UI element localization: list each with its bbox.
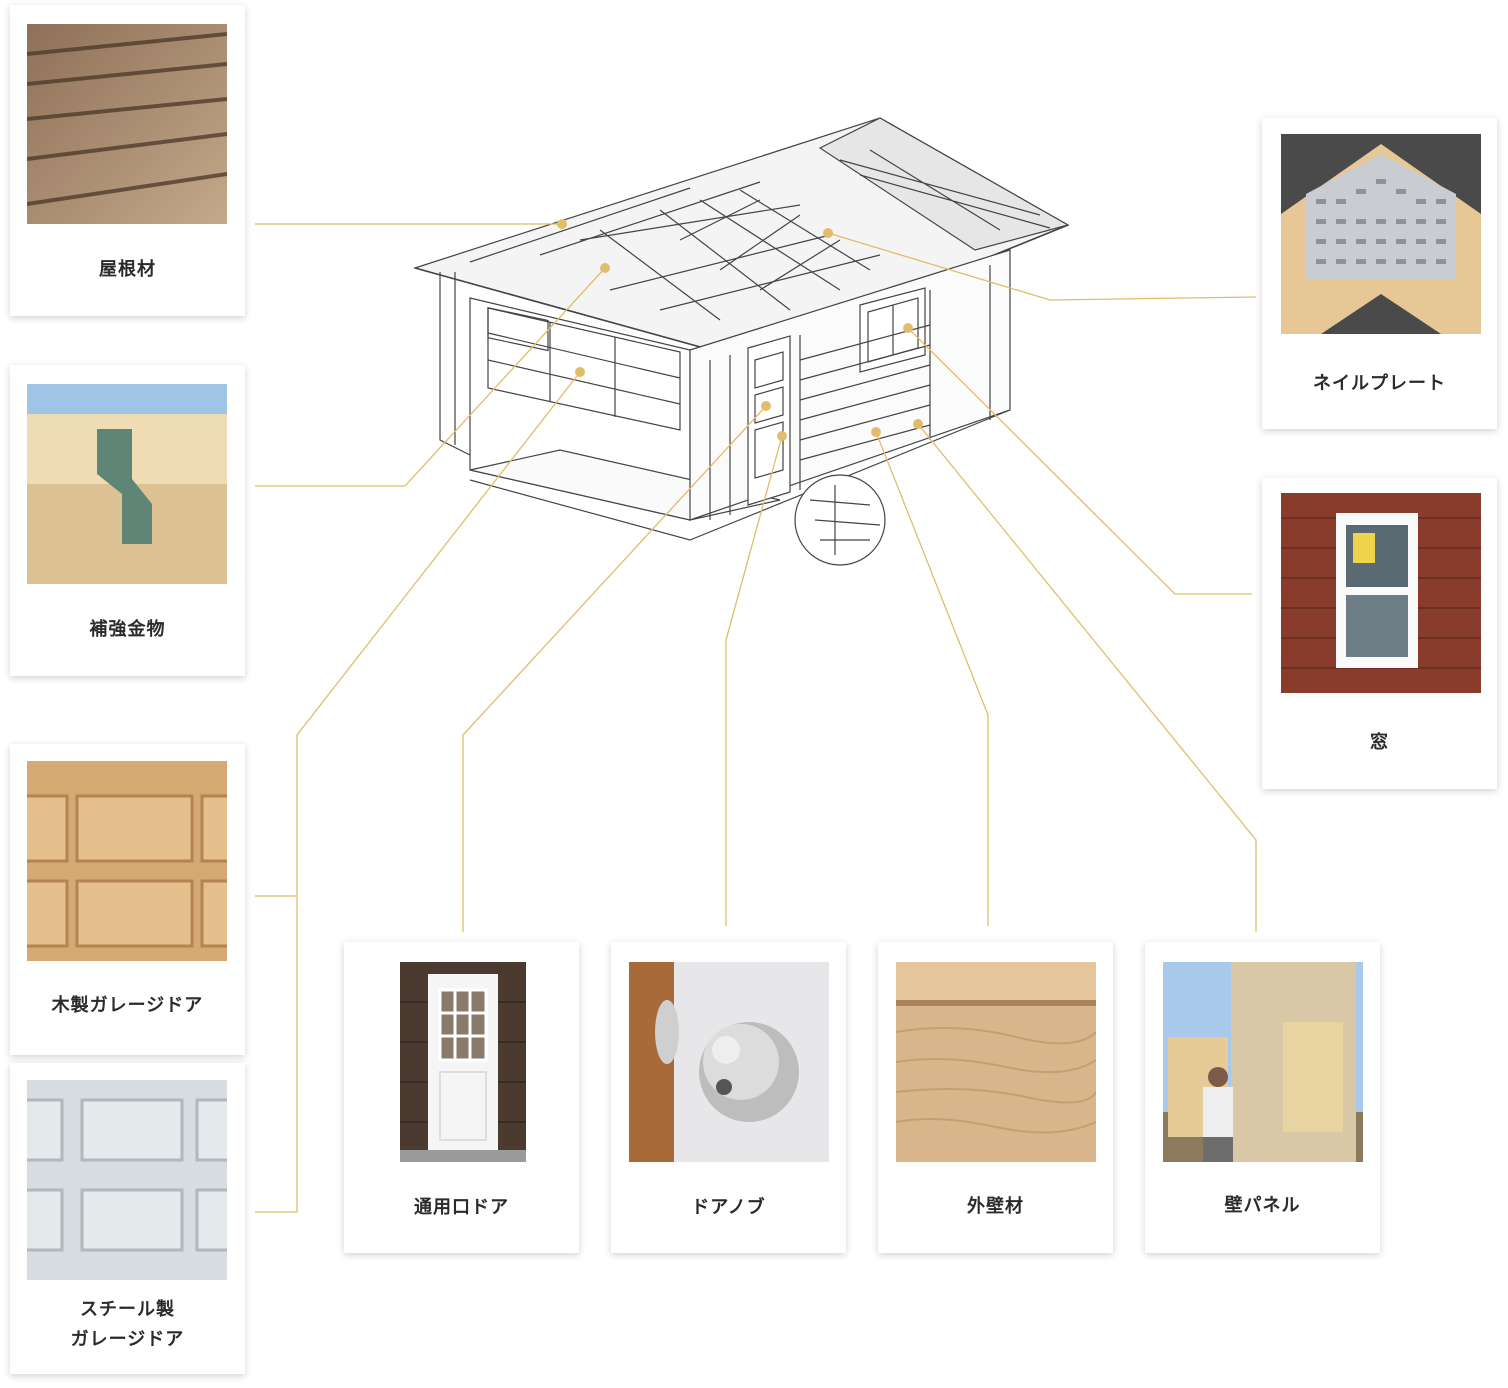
connector-siding	[875, 431, 989, 926]
connector-door-knob	[725, 435, 783, 926]
part-label: 補強金物	[89, 619, 166, 640]
part-card-window[interactable]: 窓	[1262, 478, 1497, 789]
part-label: 木製ガレージドア	[51, 995, 204, 1016]
connector-entry-door	[462, 405, 767, 932]
part-card-bracket[interactable]: 補強金物	[10, 365, 245, 676]
garage-drawing	[412, 117, 1070, 566]
connector-wood-garage-door	[255, 371, 581, 897]
part-card-door-knob[interactable]: ドアノブ	[611, 942, 846, 1253]
part-label: 屋根材	[99, 259, 156, 280]
part-label: 窓	[1370, 732, 1389, 753]
part-card-siding[interactable]: 外壁材	[878, 942, 1113, 1253]
part-label-line1: スチール製	[80, 1299, 175, 1320]
part-card-entry-door[interactable]: 通用口ドア	[344, 942, 579, 1253]
part-label: ドアノブ	[691, 1197, 766, 1218]
nail-plate-photo	[1281, 134, 1481, 334]
metal-bracket-photo	[27, 384, 227, 584]
part-label: 壁パネル	[1224, 1195, 1301, 1216]
connector-window	[907, 327, 1252, 595]
part-card-wall-panel[interactable]: 壁パネル	[1145, 942, 1380, 1253]
part-card-steel-garage-door[interactable]: スチール製 ガレージドア	[10, 1063, 245, 1374]
connector-dots	[557, 219, 923, 441]
connector-wall-panel	[917, 423, 1257, 932]
part-label: 通用口ドア	[414, 1197, 509, 1218]
roof-shingles-photo	[27, 24, 227, 224]
wall-panel-photo	[1163, 962, 1363, 1162]
part-card-wood-garage-door[interactable]: 木製ガレージドア	[10, 744, 245, 1055]
part-card-roofing[interactable]: 屋根材	[10, 5, 245, 316]
part-label: 外壁材	[967, 1196, 1024, 1217]
entry-door-photo	[400, 962, 526, 1162]
door-knob-photo	[629, 962, 829, 1162]
part-label: スチール製 ガレージドア	[10, 1295, 245, 1355]
connector-bracket	[255, 267, 606, 487]
part-label: ネイルプレート	[1313, 373, 1446, 394]
steel-garage-door-photo	[27, 1080, 227, 1280]
connector-nail-plate	[827, 232, 1257, 301]
part-card-nail-plate[interactable]: ネイルプレート	[1262, 118, 1497, 429]
window-photo	[1281, 493, 1481, 693]
siding-photo	[896, 962, 1096, 1162]
connector-steel-garage-door	[255, 896, 298, 1213]
part-label-line2: ガレージドア	[70, 1329, 185, 1350]
wood-garage-door-photo	[27, 761, 227, 961]
connector-lines	[255, 223, 1257, 1213]
